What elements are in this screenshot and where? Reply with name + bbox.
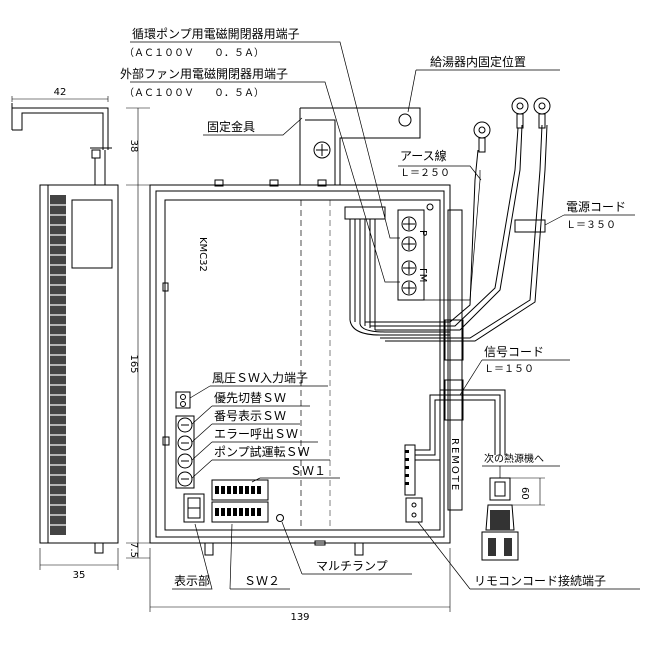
- sw2-dip: [211, 501, 269, 523]
- dim-60: 60: [519, 487, 530, 500]
- next-unit-label: 次の熱源機へ: [484, 452, 544, 465]
- model-label: KMC32: [197, 237, 208, 272]
- terminal-p-label: P: [417, 230, 428, 236]
- multi-lamp-label: マルチランプ: [316, 559, 388, 573]
- earth-wire-label: アース線: [400, 148, 447, 163]
- pump-terminal-spec: （ＡＣ１００Ｖ ０．５Ａ）: [124, 47, 264, 59]
- dim-42: 42: [54, 87, 67, 98]
- dim-165: 165: [128, 354, 139, 373]
- bracket-label: 固定金具: [207, 119, 255, 134]
- dim-35: 35: [73, 570, 86, 581]
- sw2-label: ＳＷ２: [244, 574, 280, 588]
- wind-sw-label: 風圧ＳＷ入力端子: [212, 371, 308, 385]
- sw1-label: ＳＷ１: [290, 464, 326, 478]
- signal-cord-label: 信号コード: [484, 345, 544, 359]
- dim-7-5: 7.5: [128, 542, 139, 558]
- front-width-dimension: 139: [149, 548, 451, 623]
- multi-lamp: [276, 514, 284, 522]
- remote-label: REMOTE: [449, 438, 460, 492]
- pump-test-sw-label: ポンプ試運転ＳＷ: [214, 444, 310, 459]
- vertical-dimensions: 38 165 7.5: [126, 107, 150, 559]
- display-label: 表示部: [174, 573, 210, 588]
- terminal-p: [401, 216, 417, 252]
- callout-labels: 循環ポンプ用電磁開閉器用端子 （ＡＣ１００Ｖ ０．５Ａ） 外部ファン用電磁開閉器…: [120, 26, 626, 588]
- terminal-fm: [401, 260, 417, 296]
- earth-wire-length: Ｌ＝２５０: [400, 168, 450, 179]
- signal-cord-length: Ｌ＝１５０: [484, 364, 534, 375]
- side-view: 42 35: [11, 87, 119, 581]
- error-sw-label: エラー呼出ＳＷ: [214, 427, 298, 441]
- fix-position-label: 給湯器内固定位置: [430, 54, 526, 69]
- remote-terminal-label: リモコンコード接続端子: [474, 573, 606, 588]
- number-sw-label: 番号表示ＳＷ: [214, 409, 286, 423]
- terminal-fm-label: FM: [417, 268, 428, 282]
- power-cord-label: 電源コード: [566, 200, 626, 214]
- dim-38: 38: [128, 140, 139, 153]
- fan-terminal-spec: （ＡＣ１００Ｖ ０．５Ａ）: [124, 87, 264, 99]
- number-sw-knob: [177, 435, 193, 451]
- priority-sw-label: 優先切替ＳＷ: [214, 391, 286, 405]
- front-view: KMC32 REMOTE P FM: [149, 97, 551, 561]
- fan-terminal-label: 外部ファン用電磁開閉器用端子: [120, 66, 288, 81]
- dim-139: 139: [290, 612, 309, 623]
- sw1-dip: [211, 479, 269, 501]
- pump-test-sw-knob: [177, 471, 193, 487]
- pump-terminal-label: 循環ポンプ用電磁開閉器用端子: [132, 26, 300, 41]
- power-cord-length: Ｌ＝３５０: [566, 220, 616, 231]
- leader-lines: [130, 41, 640, 590]
- priority-sw-knob: [177, 417, 193, 433]
- error-sw-knob: [177, 453, 193, 469]
- wind-sw-terminal: [175, 391, 191, 409]
- display-unit: [183, 493, 205, 523]
